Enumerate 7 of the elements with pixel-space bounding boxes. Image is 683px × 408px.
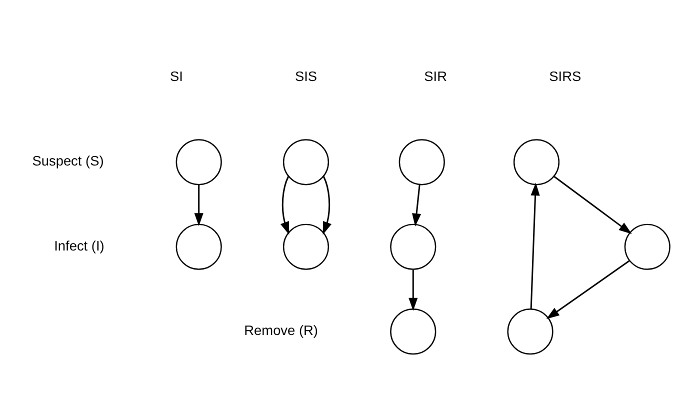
label: SI bbox=[170, 68, 183, 84]
label: Infect (I) bbox=[54, 238, 104, 253]
label: SIRS bbox=[549, 68, 582, 84]
label: SIS bbox=[294, 68, 318, 84]
label: Remove (R) bbox=[244, 322, 318, 338]
label: SIR bbox=[424, 68, 447, 84]
label: Suspect (S) bbox=[32, 153, 104, 168]
